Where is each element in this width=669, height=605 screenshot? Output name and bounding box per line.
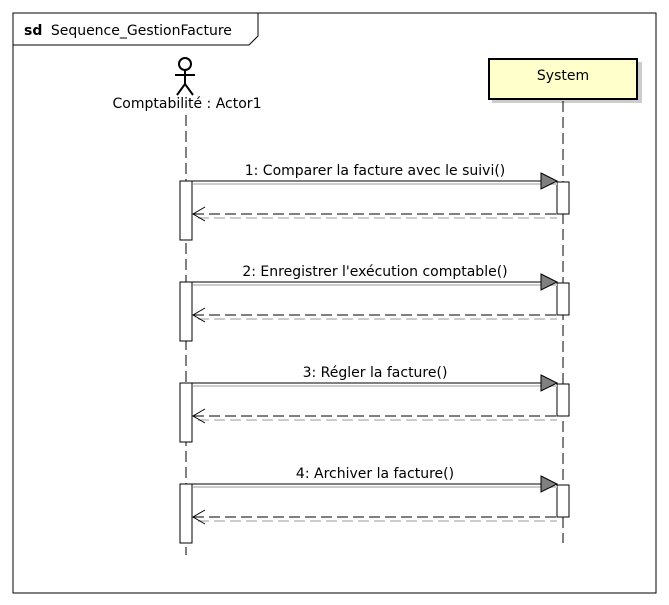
system-label: System	[537, 68, 589, 84]
actor-icon	[175, 57, 195, 96]
system-activation-bar	[556, 484, 570, 518]
actor-activation-bar	[179, 281, 193, 342]
call-arrow-head	[540, 374, 559, 392]
actor-activation-bar	[179, 483, 193, 544]
message-label: 3: Régler la facture()	[303, 365, 448, 381]
frame-label: sd Sequence_GestionFacture	[24, 23, 232, 39]
message-label: 4: Archiver la facture()	[296, 466, 454, 482]
return-arrow-head	[192, 509, 206, 525]
actor-label: Comptabilité : Actor1	[113, 96, 262, 112]
return-arrow-head	[192, 307, 206, 323]
frame-label-tab	[12, 12, 259, 46]
message-label: 2: Enregistrer l'exécution comptable()	[242, 264, 507, 280]
message-label: 1: Comparer la facture avec le suivi()	[245, 163, 506, 179]
message-row: 2: Enregistrer l'exécution comptable()	[179, 264, 570, 342]
actor-activation-bar	[179, 180, 193, 241]
system-box	[488, 58, 638, 100]
return-arrow-head	[192, 408, 206, 424]
system-activation-bar	[556, 282, 570, 316]
frame-keyword: sd	[24, 23, 42, 39]
message-row: 1: Comparer la facture avec le suivi()	[179, 163, 570, 241]
frame-name: Sequence_GestionFacture	[51, 23, 232, 39]
messages-layer: 1: Comparer la facture avec le suivi() 2:…	[179, 163, 570, 544]
system-activation-bar	[556, 383, 570, 417]
return-arrow-head	[192, 206, 206, 222]
call-arrow-head	[540, 172, 559, 190]
diagram-frame	[12, 12, 657, 594]
call-arrow-head	[540, 475, 559, 493]
system-activation-bar	[556, 181, 570, 215]
call-arrow-head	[540, 273, 559, 291]
actor-activation-bar	[179, 382, 193, 443]
message-row: 3: Régler la facture()	[179, 365, 570, 443]
message-row: 4: Archiver la facture()	[179, 466, 570, 544]
